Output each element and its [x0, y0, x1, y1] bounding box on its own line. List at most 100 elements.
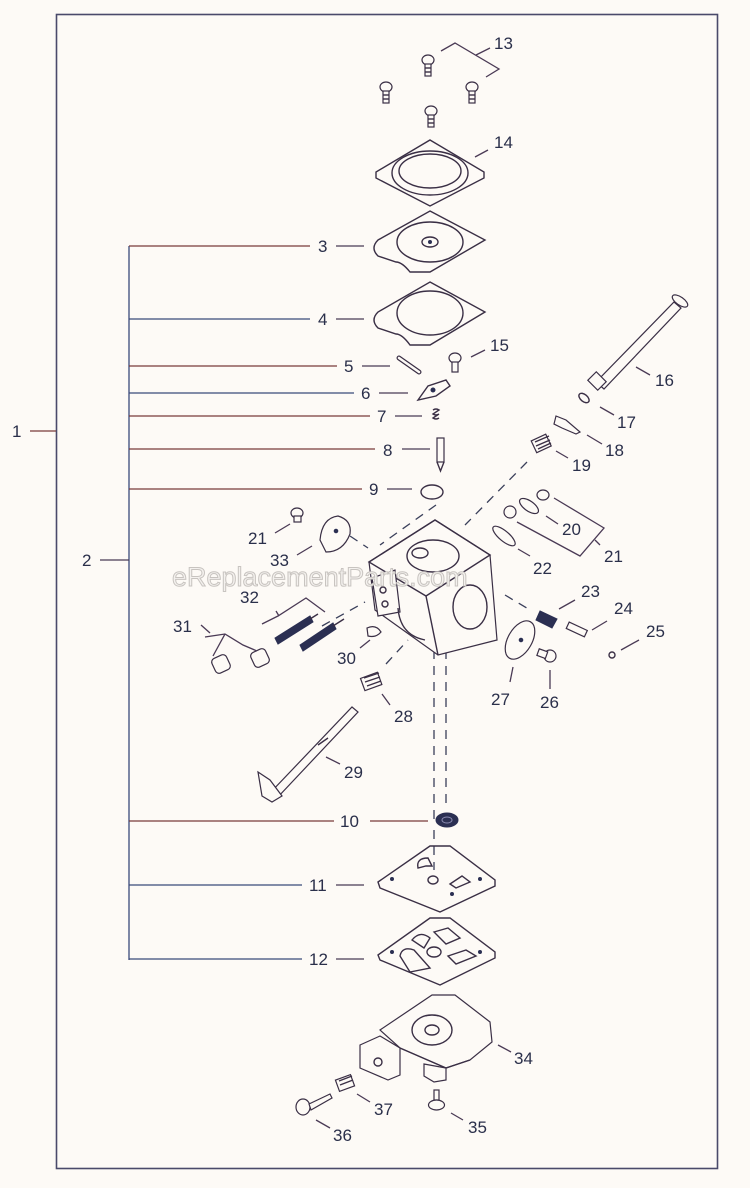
- part-14-cover[interactable]: 14: [375, 133, 513, 207]
- gasket-slot: [448, 875, 472, 889]
- needle-tip: [332, 618, 345, 627]
- part-34-pump-body[interactable]: 34: [359, 994, 533, 1083]
- leader-line: [274, 523, 291, 534]
- valve-icon: [492, 525, 516, 547]
- needle-icon: [299, 622, 337, 652]
- part-37-spring[interactable]: 37: [334, 1073, 393, 1119]
- diaphragm-ring: [396, 221, 464, 263]
- part-11-gasket[interactable]: [377, 845, 496, 913]
- leader-line: [555, 450, 569, 459]
- part-29-throttle-shaft[interactable]: 29: [257, 706, 363, 803]
- part-6-lever[interactable]: [416, 379, 451, 402]
- needle-icon: [274, 615, 314, 645]
- callout-label: 33: [270, 551, 289, 570]
- part-26-screw[interactable]: 26: [536, 648, 559, 712]
- callout-9[interactable]: 9: [129, 480, 412, 499]
- lever-icon: [553, 415, 582, 435]
- part-33-throttle-plate[interactable]: 33: [270, 515, 351, 570]
- callout-8[interactable]: 8: [129, 441, 430, 460]
- screw-icon: [427, 1099, 446, 1111]
- part-16-shaft[interactable]: 16: [586, 293, 690, 392]
- callout-6[interactable]: 6: [129, 384, 408, 403]
- callout-1[interactable]: 1: [12, 422, 56, 441]
- body-chamber: [406, 539, 460, 573]
- part-18-lever[interactable]: 18: [553, 415, 624, 460]
- leader-line: [325, 756, 341, 765]
- diaphragm-center: [421, 236, 439, 248]
- leader-line: [200, 624, 211, 634]
- part-8-needle[interactable]: [436, 437, 445, 473]
- part-17-washer[interactable]: 17: [577, 391, 636, 432]
- gasket-outline: [377, 845, 496, 913]
- part-28-spring[interactable]: 28: [359, 671, 413, 726]
- part-4-gasket[interactable]: [373, 281, 487, 346]
- screw-shank: [433, 1089, 440, 1101]
- part-21-screw-right[interactable]: 21: [503, 489, 623, 566]
- leader-line: [470, 349, 486, 358]
- body-hole: [381, 600, 389, 608]
- pin-highlight: [397, 356, 421, 374]
- part-12-gasket[interactable]: [377, 917, 496, 986]
- leader-line: [356, 1093, 371, 1103]
- callout-12[interactable]: 12: [129, 950, 364, 969]
- callout-11[interactable]: 11: [129, 876, 364, 895]
- callout-label: 6: [361, 384, 370, 403]
- callout-2[interactable]: 2: [82, 246, 130, 960]
- needle-tip: [309, 613, 319, 620]
- body-side-block: [371, 569, 401, 617]
- diaphragm-dot: [518, 637, 524, 643]
- pump-hole: [373, 1057, 383, 1067]
- alignment-line: [379, 504, 437, 546]
- part-5-pin[interactable]: [396, 355, 422, 375]
- part-32-adjusting-needles[interactable]: 32: [240, 588, 345, 652]
- part-21-screw-left[interactable]: 21: [248, 507, 304, 548]
- gasket-dot: [478, 950, 482, 954]
- part-10-filter-screen[interactable]: [435, 812, 459, 828]
- part-15-screw[interactable]: 15: [448, 336, 509, 373]
- part-36-screw[interactable]: 36: [295, 1093, 352, 1145]
- part-22-valve[interactable]: 22: [490, 523, 552, 578]
- filter-mesh: [441, 816, 453, 824]
- body-port: [411, 547, 429, 559]
- callout-4[interactable]: 4: [129, 310, 364, 329]
- part-27-diaphragm[interactable]: 27: [491, 616, 541, 709]
- diagram-frame: [55, 13, 719, 1170]
- pump-chamber: [411, 1014, 453, 1046]
- screw-shank: [536, 648, 549, 660]
- spring-coils: [534, 435, 552, 450]
- cap-icon: [211, 654, 231, 674]
- callout-label: 26: [540, 693, 559, 712]
- cap-icon: [250, 648, 270, 668]
- callout-label: 8: [383, 441, 392, 460]
- callout-10[interactable]: 10: [129, 812, 428, 831]
- group-bracket: [212, 633, 226, 657]
- part-19-spring[interactable]: 19: [530, 433, 591, 475]
- carburetor-body[interactable]: [367, 519, 498, 656]
- leader-line: [474, 149, 489, 158]
- callout-3[interactable]: 3: [129, 237, 364, 256]
- callout-label: 14: [494, 133, 513, 152]
- part-7-spring[interactable]: [431, 408, 441, 420]
- callout-7[interactable]: 7: [129, 407, 422, 426]
- shaft-lever: [257, 770, 283, 803]
- part-9-ring[interactable]: [420, 484, 444, 500]
- callout-label: 13: [494, 34, 513, 53]
- part-13-screws[interactable]: 13: [379, 34, 513, 128]
- pump-block-right: [423, 1063, 447, 1083]
- part-31-limiter-caps[interactable]: 31: [173, 617, 271, 675]
- screw-icon: [424, 105, 438, 128]
- part-3-diaphragm[interactable]: [373, 210, 487, 273]
- callout-label: 31: [173, 617, 192, 636]
- part-30-clip[interactable]: 30: [337, 626, 382, 668]
- part-35-screw[interactable]: 35: [427, 1089, 487, 1137]
- callout-5[interactable]: 5: [129, 357, 390, 376]
- callout-label: 19: [572, 456, 591, 475]
- leader-line: [558, 599, 576, 610]
- part-23-spring[interactable]: 23: [535, 582, 600, 629]
- group-bracket: [261, 597, 326, 625]
- alignment-line: [504, 594, 531, 611]
- part-25-ball[interactable]: 25: [608, 622, 665, 659]
- screw-shank: [451, 361, 459, 373]
- part-24-pin[interactable]: 24: [565, 599, 633, 638]
- part-20-valve-plate[interactable]: 20: [517, 496, 581, 539]
